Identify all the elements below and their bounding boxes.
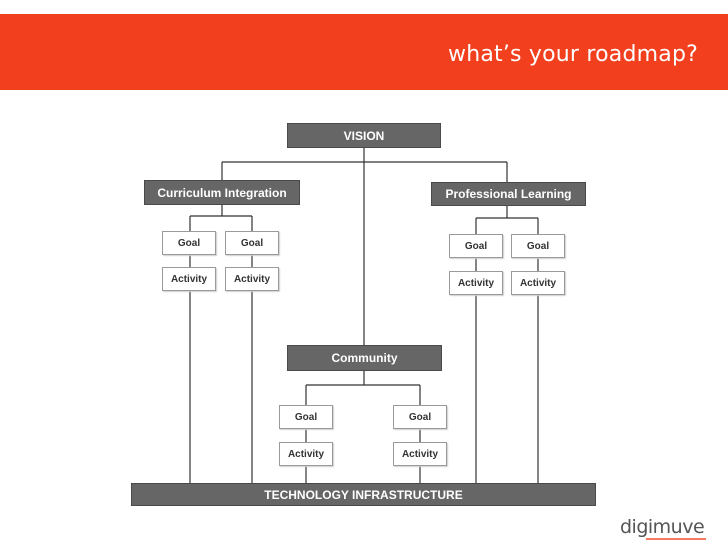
vision-box: VISION — [287, 123, 441, 148]
curriculum-goal-1: Goal — [162, 231, 216, 255]
professional-activity-1: Activity — [449, 271, 503, 295]
community-box: Community — [287, 345, 442, 371]
community-goal-2: Goal — [393, 405, 447, 429]
curriculum-activity-1: Activity — [162, 267, 216, 291]
technology-infrastructure-bar: TECHNOLOGY INFRASTRUCTURE — [131, 483, 596, 506]
professional-goal-2: Goal — [511, 234, 565, 258]
slide-title: what’s your roadmap? — [448, 42, 698, 67]
community-activity-1: Activity — [279, 442, 333, 466]
professional-learning-box: Professional Learning — [431, 182, 586, 206]
curriculum-activity-2: Activity — [225, 267, 279, 291]
professional-goal-1: Goal — [449, 234, 503, 258]
curriculum-integration-box: Curriculum Integration — [144, 180, 300, 205]
digimuve-logo: digimuve — [620, 516, 716, 542]
community-activity-2: Activity — [393, 442, 447, 466]
curriculum-goal-2: Goal — [225, 231, 279, 255]
logo-text: digimuve — [620, 516, 705, 538]
professional-activity-2: Activity — [511, 271, 565, 295]
logo-underline — [646, 538, 706, 540]
header-bar: what’s your roadmap? — [0, 14, 728, 90]
community-goal-1: Goal — [279, 405, 333, 429]
